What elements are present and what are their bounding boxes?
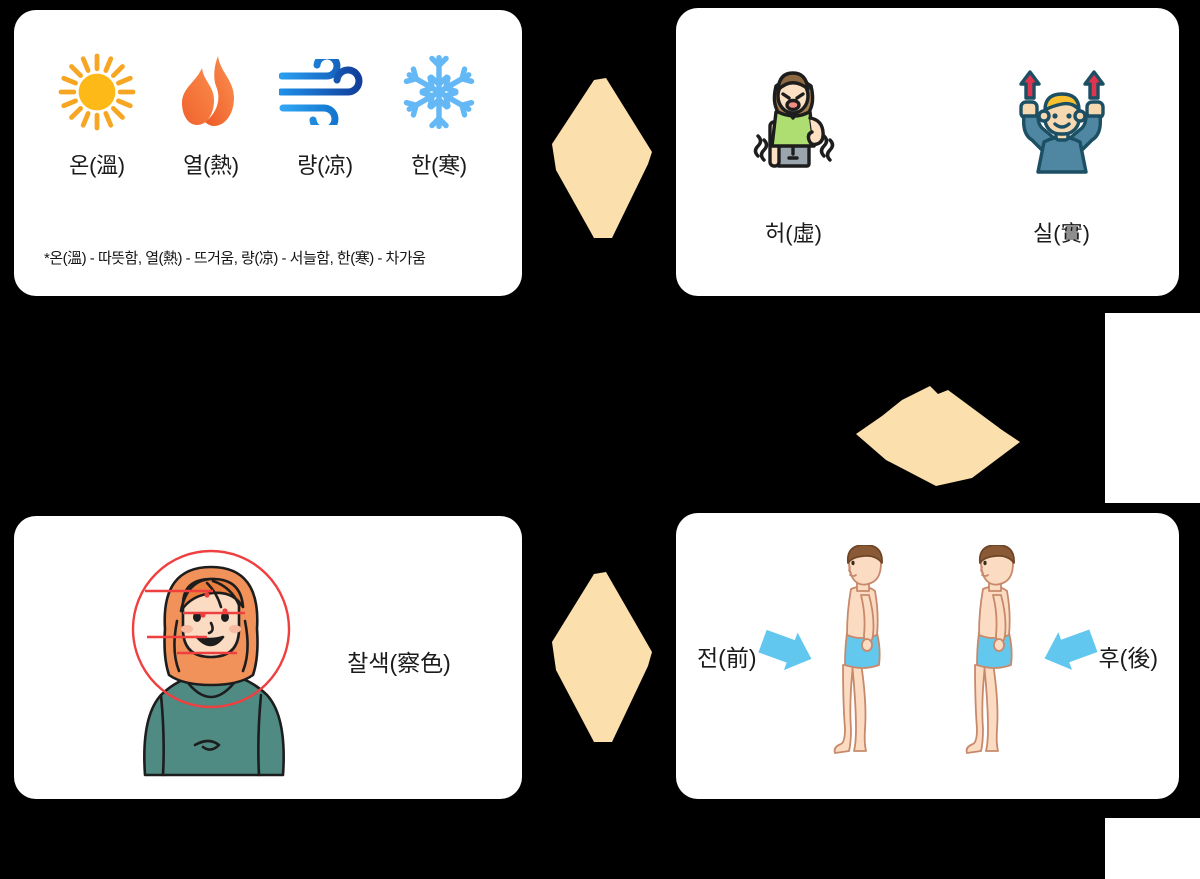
standing-person-side-icon	[965, 545, 1015, 754]
snowflake-icon	[400, 50, 478, 134]
right-white-block-upper	[1105, 313, 1200, 503]
front-back-body-card: 전(前)	[676, 513, 1179, 799]
back-label: 후(後)	[1098, 645, 1158, 671]
temperature-item-warm[interactable]: 온(溫)	[42, 50, 152, 180]
arrow-right-down-icon	[757, 629, 811, 671]
excess-item[interactable]: 실(實)	[987, 66, 1137, 248]
deficiency-label: 허(虛)	[765, 221, 822, 246]
flame-icon	[180, 50, 242, 134]
connector-hexagon-bottom	[548, 572, 656, 744]
arrow-left-down-icon	[1044, 629, 1097, 670]
standing-person-side-icon	[833, 545, 883, 754]
temperature-label-cold: 한(寒)	[411, 153, 467, 178]
front-view-item[interactable]: 전(前)	[697, 545, 904, 767]
sun-icon	[57, 50, 137, 134]
right-white-block-lower	[1105, 818, 1200, 879]
excess-label: 실(實)	[1033, 221, 1090, 246]
temperature-label-warm: 온(溫)	[69, 153, 125, 178]
temperature-item-cold[interactable]: 한(寒)	[384, 50, 494, 180]
deficiency-excess-row: 허(虛)	[676, 66, 1179, 248]
deficiency-excess-card: 허(虛)	[676, 8, 1179, 296]
temperature-item-cool[interactable]: 량(凉)	[270, 50, 380, 180]
temperature-icon-row: 온(溫)	[14, 50, 522, 180]
front-back-body-content: 전(前)	[676, 513, 1179, 799]
temperature-label-cool: 량(凉)	[297, 153, 353, 178]
temperature-footnote: *온(溫) - 따뜻함, 열(熱) - 뜨거움, 량(凉) - 서늘함, 한(寒…	[44, 250, 426, 267]
facial-inspection-card: 찰색(察色)	[14, 516, 522, 799]
back-view-item[interactable]: 후(後)	[951, 545, 1158, 767]
weak-tired-person-icon	[746, 66, 842, 178]
connector-hexagon-top	[548, 78, 656, 240]
woman-face-inspection-icon	[85, 529, 337, 786]
strong-person-icon	[1010, 66, 1114, 178]
connector-hexagon-middle	[852, 386, 1024, 486]
deficiency-item[interactable]: 허(虛)	[719, 66, 869, 248]
temperature-label-hot: 열(熱)	[183, 153, 239, 178]
eight-principles-temperature-card: 온(溫)	[14, 10, 522, 296]
temperature-item-hot[interactable]: 열(熱)	[156, 50, 266, 180]
facial-inspection-content: 찰색(察色)	[14, 516, 522, 799]
front-label: 전(前)	[697, 645, 757, 671]
wind-icon	[279, 50, 371, 134]
facial-inspection-label: 찰색(察色)	[347, 649, 451, 676]
